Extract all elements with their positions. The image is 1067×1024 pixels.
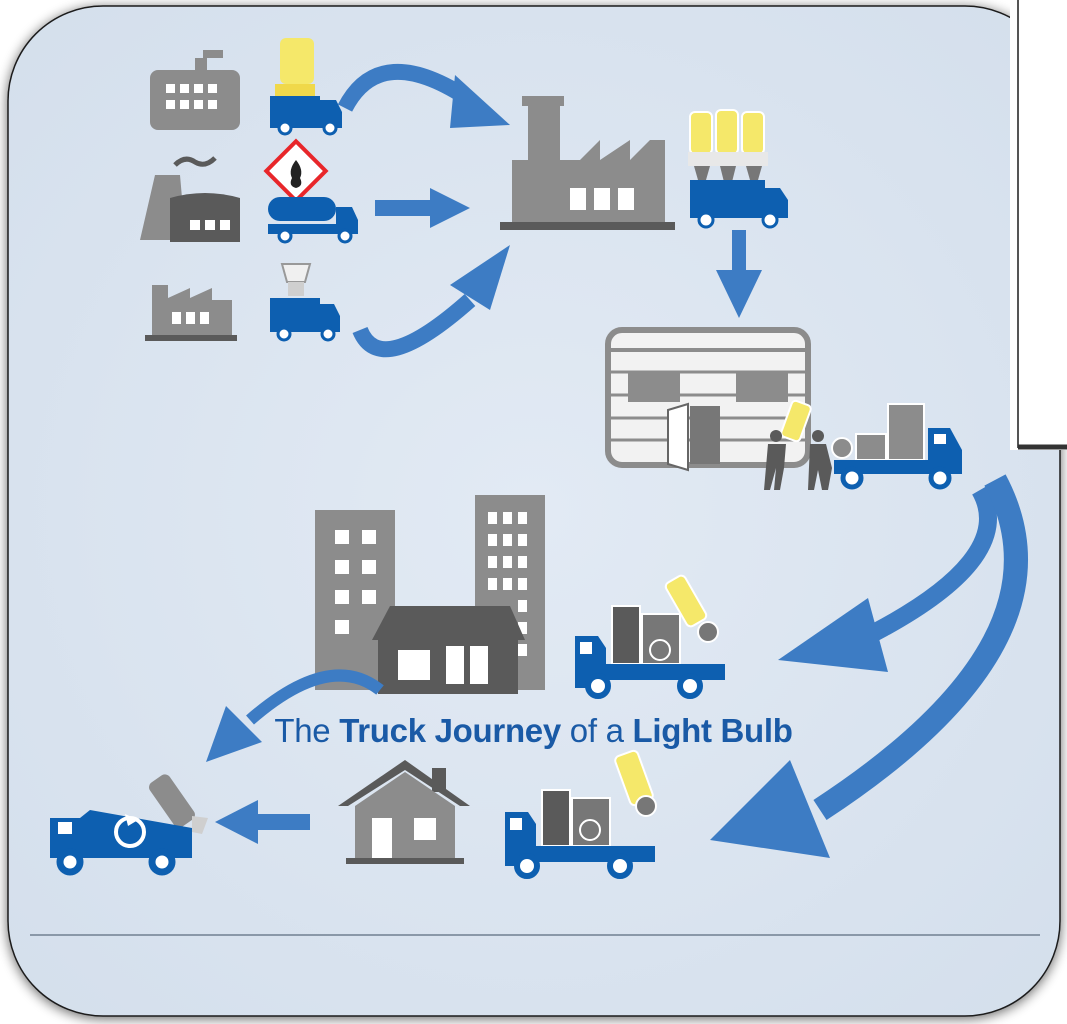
bulb-glass-truck-icon [270, 38, 342, 136]
to-home-arrow [710, 474, 1028, 858]
factory-icon [150, 50, 240, 130]
recycling-truck-icon [50, 774, 208, 876]
small-factory-icon [145, 285, 237, 341]
chemical-plant-icon [140, 156, 240, 242]
bulbs-truck-icon [688, 109, 788, 229]
caption-highlight-light-bulb: Light Bulb [632, 712, 793, 749]
assembly-factory-icon [500, 96, 675, 230]
house-icon [338, 760, 470, 864]
workers-icon [764, 399, 832, 490]
appliance-delivery-truck-icon [831, 403, 962, 490]
to-warehouse-arrow [716, 230, 762, 318]
flammable-hazard-icon [290, 160, 302, 188]
office-buildings-icon [315, 495, 545, 694]
caption-text-1: The [274, 712, 340, 749]
diagram-caption: The Truck Journey of a Light Bulb [0, 712, 1067, 772]
business-delivery-truck-icon [575, 574, 725, 699]
caption-text-2: of a [560, 712, 633, 749]
warehouse-icon [605, 327, 811, 472]
supply-arrow-bottom [352, 245, 510, 358]
home-delivery-truck-icon [505, 749, 657, 879]
blank-overlay-box [1010, 0, 1067, 450]
hazard-tanker-truck-icon [263, 138, 358, 244]
supply-arrow-middle [375, 188, 470, 228]
home-to-recycling-arrow [215, 800, 310, 844]
caption-highlight-truck-journey: Truck Journey [339, 712, 561, 749]
bulb-base-truck-icon [270, 263, 340, 342]
supply-arrow-top [337, 63, 510, 128]
business-to-recycling-arrow [206, 669, 384, 762]
to-business-arrow [778, 485, 997, 672]
